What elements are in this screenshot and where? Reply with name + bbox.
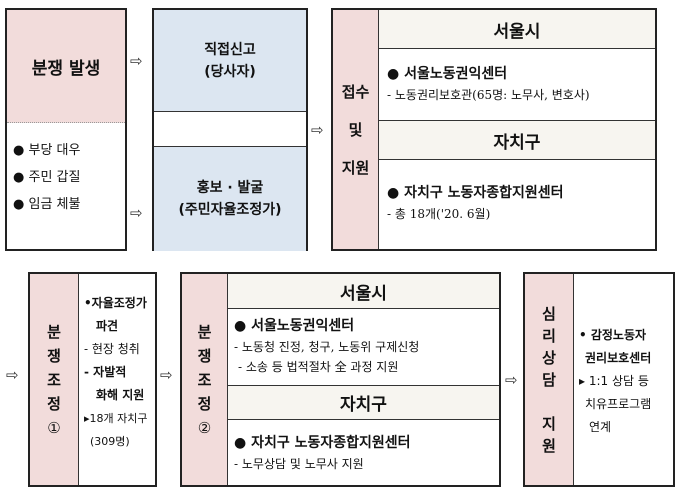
seoul-header: 서울시 [379, 10, 655, 49]
arrow-icon: ⇨ [6, 366, 19, 384]
intake-box: 직접신고(당사자) 홍보 · 발굴(주민자율조정가) [152, 8, 308, 251]
district-center: ● 자치구 노동자종합지원센터 [387, 185, 564, 201]
seoul-center: ● 서울노동권익센터 [387, 66, 508, 82]
dispute-item: ● 부당 대우 [13, 143, 81, 158]
district-center: ● 자치구 노동자종합지원센터 [234, 435, 411, 451]
arrow-icon: ⇨ [311, 121, 324, 139]
district-header: 자치구 [379, 121, 655, 160]
seoul-center: ● 서울노동권익센터 [234, 318, 355, 334]
dispute-title: 분쟁 발생 [7, 10, 125, 123]
dispute-item: ● 임금 체불 [13, 197, 81, 212]
arrow-icon: ⇨ [505, 371, 518, 389]
seoul-header: 서울시 [228, 274, 499, 309]
outreach: 홍보 · 발굴(주민자율조정가) [154, 147, 306, 251]
direct-report: 직접신고(당사자) [154, 10, 306, 112]
dispute-box: 분쟁 발생 ● 부당 대우 ● 주민 갑질 ● 임금 체불 [5, 8, 127, 251]
arrow-icon: ⇨ [130, 204, 143, 222]
arrow-icon: ⇨ [130, 52, 143, 70]
arrow-icon: ⇨ [160, 366, 173, 384]
reception-box: 접수 및 지원 서울시 ● 서울노동권익센터 - 노동권리보호관(65명: 노무… [331, 8, 657, 251]
district-header: 자치구 [228, 386, 499, 420]
dispute-item: ● 주민 갑질 [13, 170, 81, 185]
